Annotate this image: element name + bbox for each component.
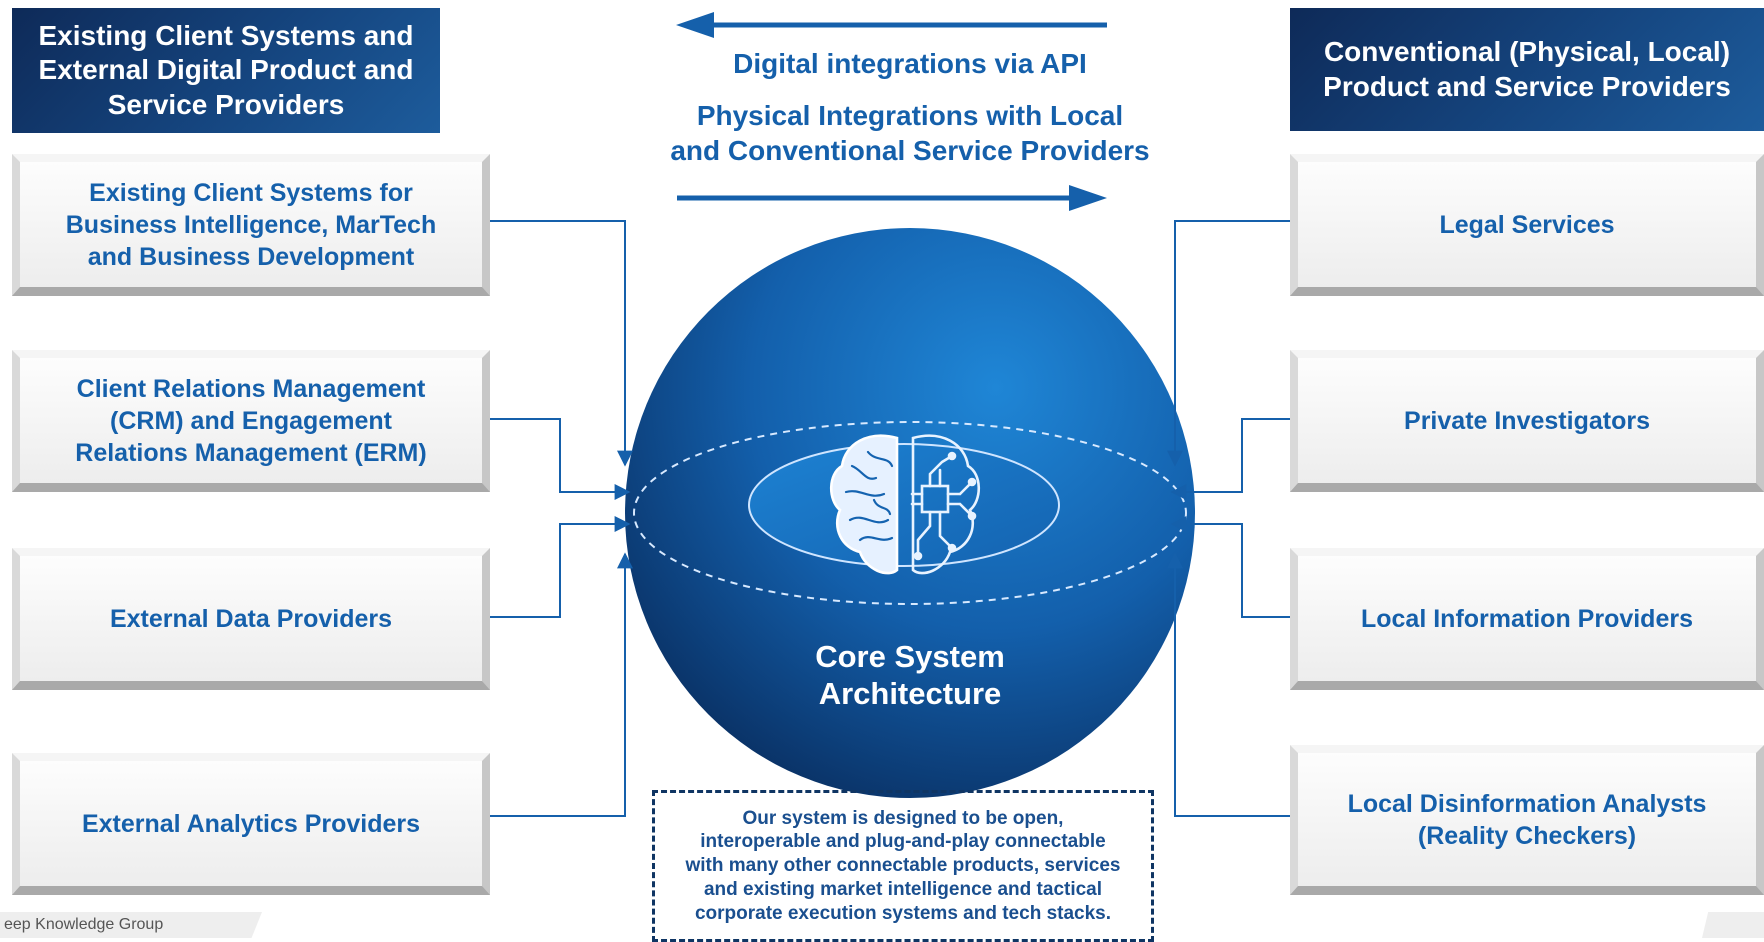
box-label-line: Relations Management (ERM) bbox=[75, 438, 427, 467]
footer-corner bbox=[1702, 912, 1764, 938]
box-label-line: Existing Client Systems for bbox=[89, 178, 413, 207]
physical-arrow-right bbox=[677, 185, 1107, 211]
core-system-label: Core System Architecture bbox=[730, 638, 1090, 712]
right-connectors bbox=[1167, 220, 1290, 817]
core-label-line: Architecture bbox=[818, 676, 1002, 712]
note-line: corporate execution systems and tech sta… bbox=[694, 902, 1112, 924]
left-header: Existing Client Systems and External Dig… bbox=[12, 8, 440, 133]
api-arrow-left bbox=[676, 12, 1107, 38]
left-box-data-providers: External Data Providers bbox=[12, 548, 490, 690]
core-label-line: Core System bbox=[815, 639, 1005, 674]
connector-right-2 bbox=[1170, 418, 1290, 500]
right-box-local-information: Local Information Providers bbox=[1290, 548, 1764, 690]
box-label-line: Business Intelligence, MarTech bbox=[65, 210, 437, 239]
api-integration-label: Digital integrations via API bbox=[733, 48, 1087, 79]
connector-left-3 bbox=[490, 516, 631, 618]
left-header-line: External Digital Product and bbox=[38, 54, 414, 86]
box-label-line: Local Information Providers bbox=[1360, 604, 1693, 633]
connector-right-3 bbox=[1170, 516, 1290, 618]
connector-right-4 bbox=[1167, 552, 1290, 817]
left-box-analytics-providers: External Analytics Providers bbox=[12, 753, 490, 895]
right-header: Conventional (Physical, Local) Product a… bbox=[1290, 8, 1764, 131]
note-line: interoperable and plug-and-play connecta… bbox=[700, 831, 1106, 853]
box-label-line: Client Relations Management bbox=[76, 374, 426, 403]
connector-left-1 bbox=[490, 220, 633, 467]
connector-left-2 bbox=[490, 418, 631, 500]
left-header-line: Service Providers bbox=[107, 88, 345, 120]
right-box-legal-services: Legal Services bbox=[1290, 154, 1764, 296]
left-connectors bbox=[490, 220, 633, 817]
left-box-client-systems: Existing Client Systems for Business Int… bbox=[12, 154, 490, 296]
left-box-crm-erm: Client Relations Management (CRM) and En… bbox=[12, 350, 490, 492]
right-box-private-investigators: Private Investigators bbox=[1290, 350, 1764, 492]
box-label-line: Local Disinformation Analysts bbox=[1347, 789, 1707, 818]
core-eye-ellipse bbox=[748, 443, 1060, 567]
connector-right-1 bbox=[1167, 220, 1290, 467]
note-line: Our system is designed to be open, bbox=[742, 807, 1064, 829]
right-header-line: Conventional (Physical, Local) bbox=[1323, 36, 1731, 68]
openness-note: Our system is designed to be open, inter… bbox=[652, 790, 1154, 942]
physical-integration-line: and Conventional Service Providers bbox=[670, 135, 1150, 166]
left-header-line: Existing Client Systems and bbox=[38, 20, 414, 52]
physical-integration-label: Physical Integrations with Local and Con… bbox=[620, 98, 1200, 168]
box-label-line: External Data Providers bbox=[109, 604, 393, 633]
footer-company: eep Knowledge Group bbox=[0, 912, 262, 938]
box-label-line: and Business Development bbox=[87, 242, 415, 271]
note-line: with many other connectable products, se… bbox=[685, 855, 1121, 877]
physical-integration-line: Physical Integrations with Local bbox=[696, 100, 1124, 131]
box-label-line: External Analytics Providers bbox=[81, 809, 421, 838]
box-label-line: (CRM) and Engagement bbox=[110, 406, 392, 435]
connector-left-4 bbox=[490, 552, 633, 817]
brain-circuit-icon bbox=[829, 434, 981, 575]
sphere-equator bbox=[633, 421, 1187, 605]
note-line: and existing market intelligence and tac… bbox=[703, 878, 1103, 900]
box-label-line: Legal Services bbox=[1439, 210, 1615, 239]
right-header-line: Product and Service Providers bbox=[1323, 70, 1731, 102]
box-label-line: Private Investigators bbox=[1404, 406, 1650, 435]
box-label-line: (Reality Checkers) bbox=[1417, 821, 1637, 850]
right-box-disinformation-analysts: Local Disinformation Analysts (Reality C… bbox=[1290, 745, 1764, 895]
